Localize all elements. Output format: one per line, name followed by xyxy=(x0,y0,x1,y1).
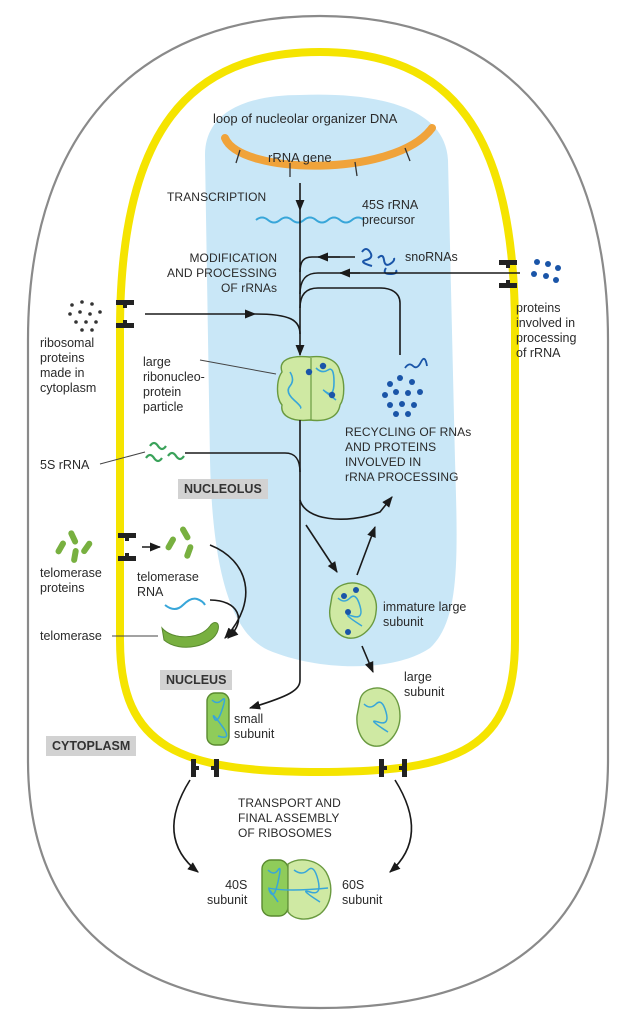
recycling-rna-squiggle xyxy=(404,357,428,369)
rrna-gene-ticks xyxy=(235,147,411,177)
modification-label: MODIFICATION AND PROCESSING OF rRNAs xyxy=(167,251,278,295)
ribosomal-protein-dots-icon xyxy=(68,300,102,332)
large-particle-label: large ribonucleo- protein particle xyxy=(143,355,205,414)
snornas-label: snoRNAs xyxy=(405,250,458,264)
five-s-rrna-icon xyxy=(145,441,185,463)
sixty-s-label: 60S subunit xyxy=(342,878,383,907)
large-subunit-label: large subunit xyxy=(404,670,445,699)
telomerase-label: telomerase xyxy=(40,629,102,643)
nucleolus-label: NUCLEOLUS xyxy=(178,479,268,499)
rna-squiggle-icon xyxy=(255,216,365,224)
telomerase-proteins-icon xyxy=(55,526,194,563)
processing-protein-dots-icon xyxy=(531,259,561,283)
nuclear-pore-icon xyxy=(116,260,517,777)
large-ribonucleoprotein-particle xyxy=(276,355,345,422)
telomerase-icon xyxy=(161,622,219,648)
proteins-processing-label: proteins involved in processing of rRNA xyxy=(516,301,577,360)
immature-large-label: immature large subunit xyxy=(383,600,467,629)
small-subunit xyxy=(206,692,230,746)
nucleus-label: NUCLEUS xyxy=(160,670,233,690)
immature-large-subunit xyxy=(329,582,378,639)
telomerase-proteins-label: telomerase proteins xyxy=(40,566,102,595)
transcription-label: TRANSCRIPTION xyxy=(167,190,267,204)
transport-label: TRANSPORT AND FINAL ASSEMBLY OF RIBOSOME… xyxy=(238,796,341,840)
snorna-icon xyxy=(361,248,398,276)
forty-s-label: 40S subunit xyxy=(207,878,248,907)
telomerase-rna-label: telomerase RNA xyxy=(137,570,199,599)
protein-dots-icon xyxy=(382,375,423,417)
assembled-ribosome xyxy=(261,859,332,920)
ribosomal-proteins-label: ribosomal proteins made in cytoplasm xyxy=(40,336,97,395)
loop-dna-label: loop of nucleolar organizer DNA xyxy=(213,111,398,126)
recycling-label: RECYCLING OF RNAs AND PROTEINS INVOLVED … xyxy=(345,425,472,484)
dna-loop xyxy=(221,124,436,170)
telomerase-rna-icon xyxy=(164,597,206,610)
rrna-gene-label: rRNA gene xyxy=(268,150,332,165)
large-subunit-nucleus xyxy=(356,687,401,747)
five-s-label: 5S rRNA xyxy=(40,458,90,472)
small-subunit-label: small subunit xyxy=(234,712,275,741)
precursor-label: 45S rRNA precursor xyxy=(362,198,419,227)
cytoplasm-label: CYTOPLASM xyxy=(46,736,137,756)
